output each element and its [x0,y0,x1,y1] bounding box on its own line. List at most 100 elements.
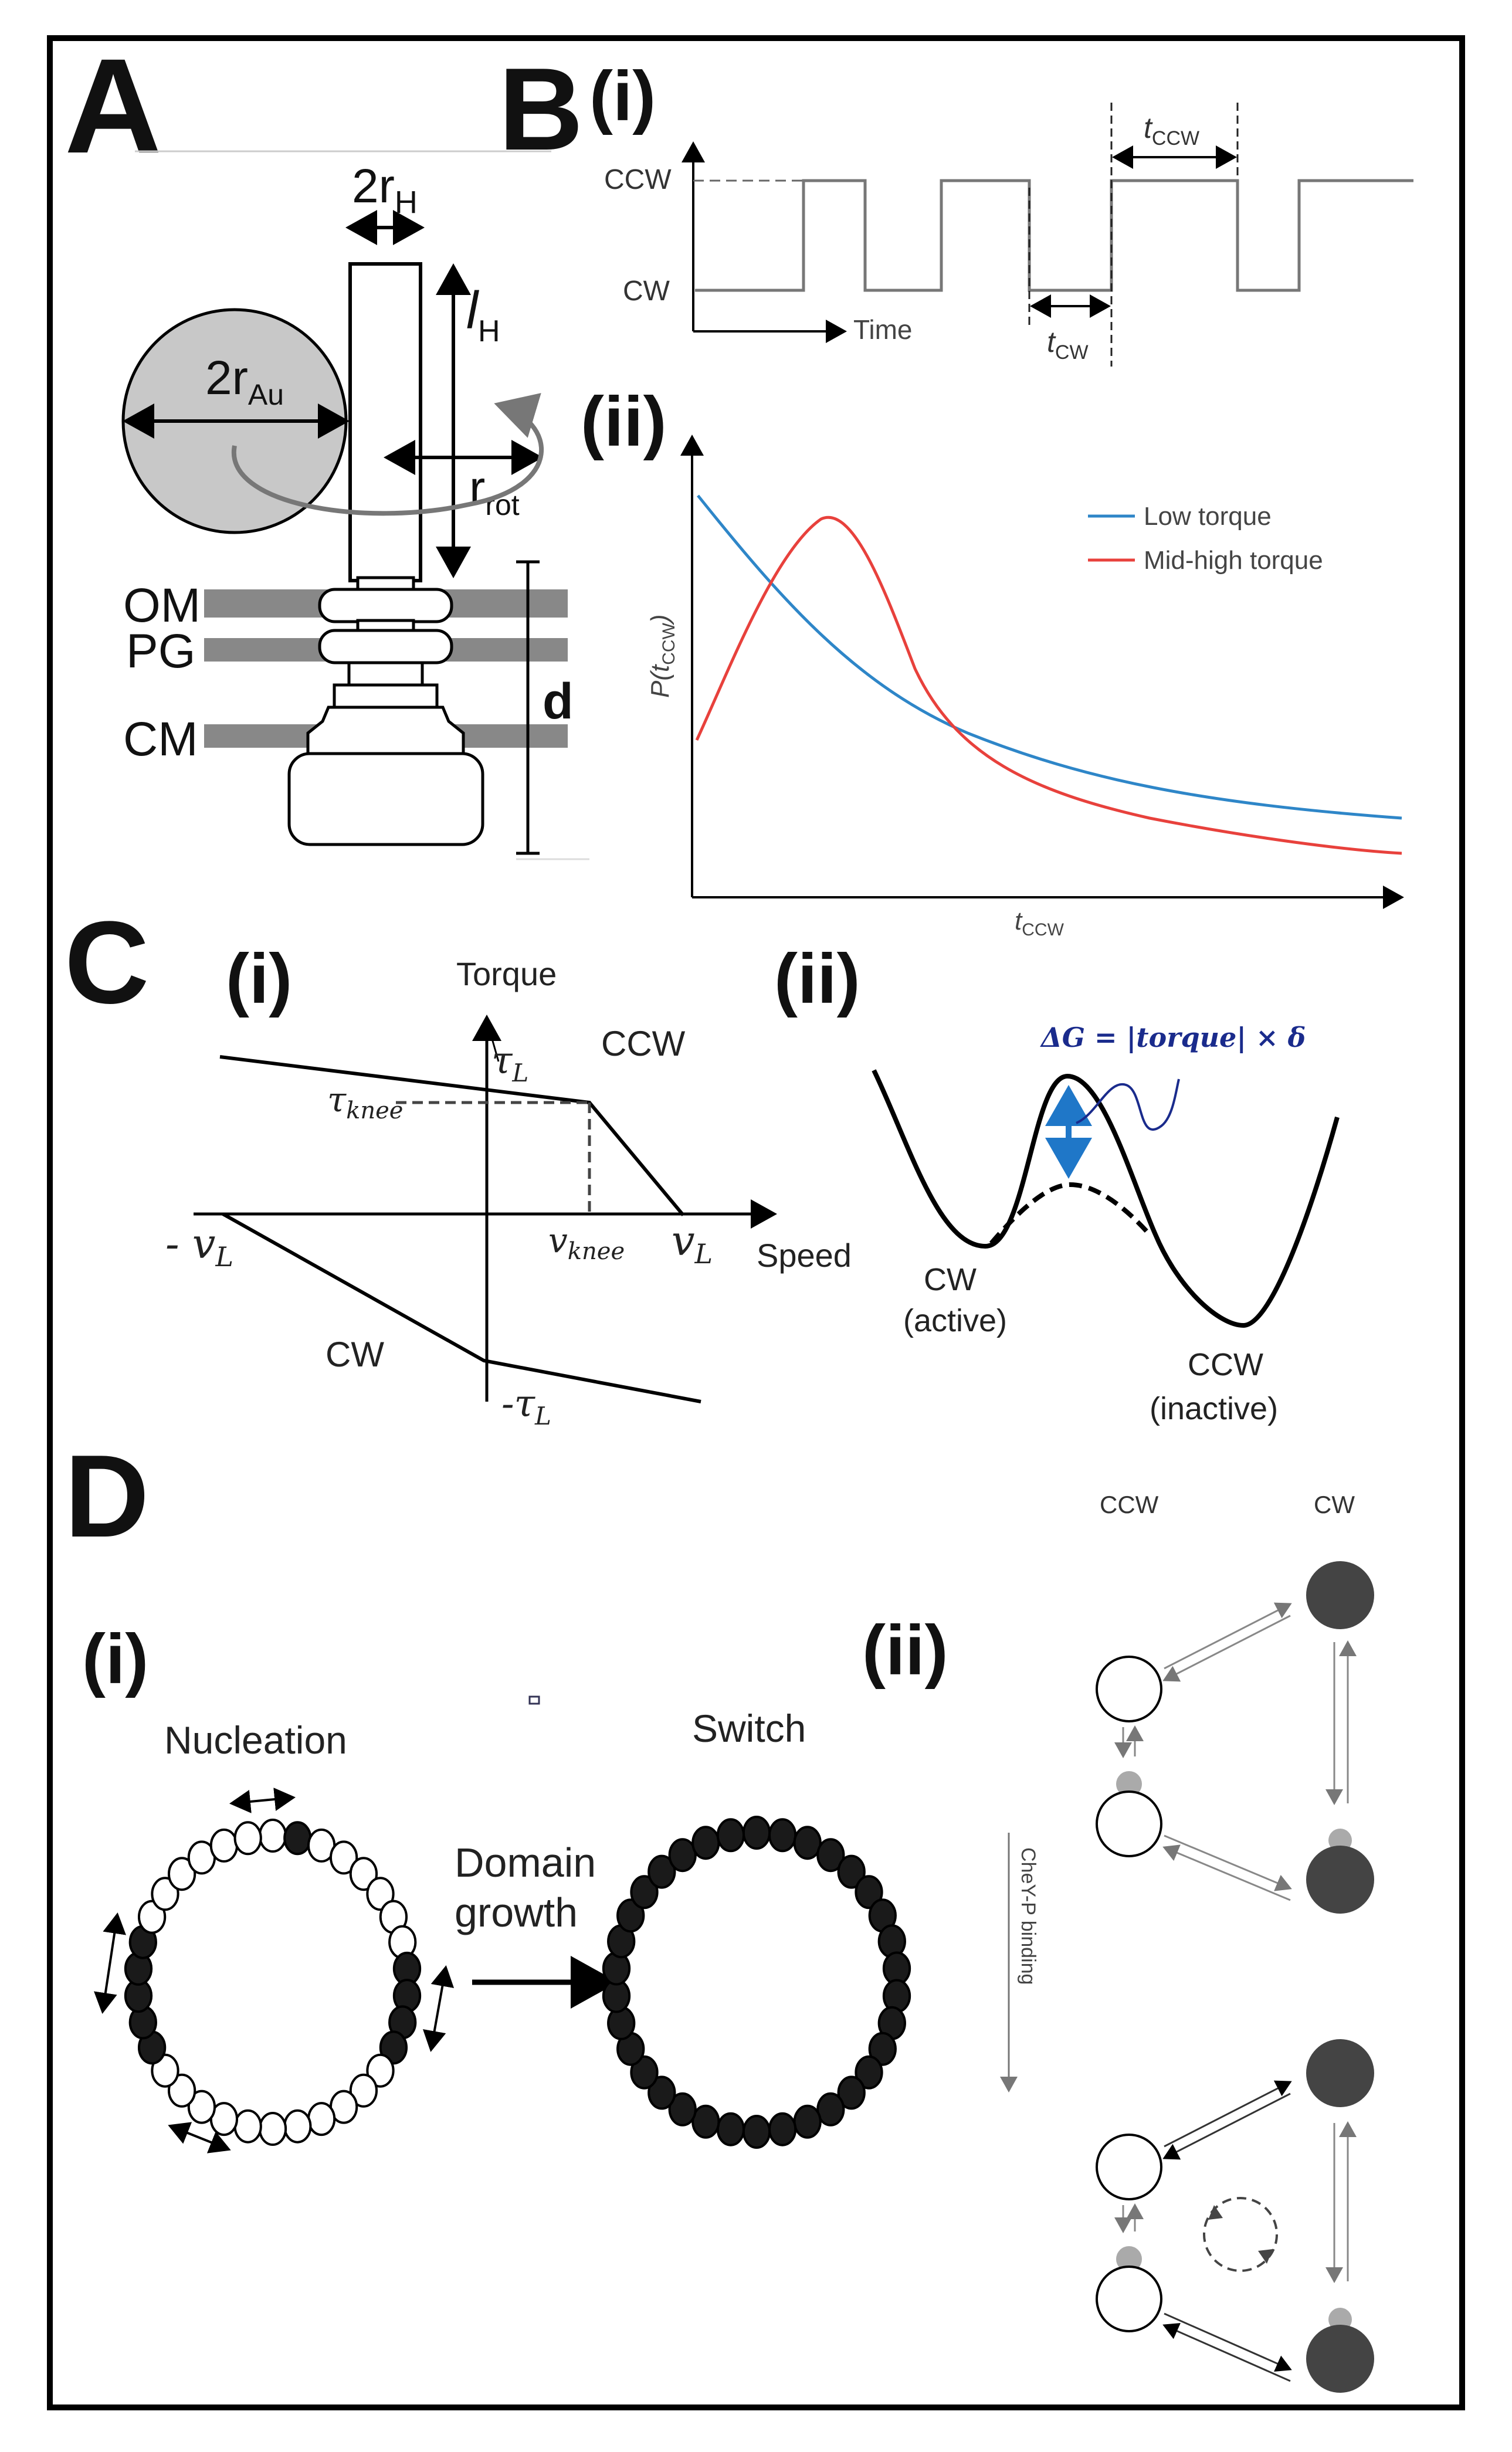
bi-time-label: Time [853,314,913,345]
figure-border [47,35,1465,2410]
ci-torque-label: Torque [456,955,557,992]
nucleation-ring-subunit [167,2073,196,2108]
panel-b-sub-ii: (ii) [581,382,667,461]
state-cw-unbound [1306,1561,1374,1629]
nucleation-ring-subunit [233,1821,262,1856]
tccw-label: tCCW [1144,111,1199,150]
bii-series-mid-high-torque [695,516,1402,855]
switch-ring-subunit [668,2092,697,2127]
nucleation-ring-subunit [366,1877,395,1911]
panel-c-sub-i: (i) [226,940,292,1018]
cii-energy-curve [872,1069,1340,1328]
ci-tau-knee: τknee [327,1080,403,1124]
ci-cw-label: CW [326,1335,384,1374]
state-diagram-top [1096,1561,1374,1914]
switch-ring-subunit [793,2104,822,2139]
ci-cw-curve [222,1212,701,1403]
switch-ring-subunit [768,1818,797,1853]
rotation-arrow [231,393,544,516]
switch-ring-subunit [868,2032,897,2066]
cii-cw-state-2: (active) [903,1303,1007,1338]
cii-lowered-barrier [989,1182,1151,1245]
switch-ring-subunit [793,1826,822,1860]
nucleation-ring-subunit [167,1857,196,1891]
switch-ring-subunit [742,2115,771,2149]
legend-low-torque: Low torque [1144,502,1272,531]
panel-d-sub-i: (i) [82,1620,148,1698]
bi-ytick-cw: CW [623,276,670,307]
nucleation-ring-subunit [233,2109,262,2144]
switch-ring-subunit [768,2112,797,2146]
switch-ring-subunit [647,2075,676,2110]
ring-switch [602,1816,911,2149]
switch-ring-subunit [630,1875,659,1910]
switch-ring-subunit [668,1838,697,1873]
state-ccw-bound-2 [1096,2266,1162,2332]
switch-ring-subunit [742,1816,771,1850]
nucleation-ring-subunit [151,2053,179,2088]
nucleation-ring-subunit [329,1840,358,1875]
hook-filament [348,262,422,582]
switch-label: Switch [692,1707,806,1750]
cii-eq-connector [1076,1079,1180,1131]
bii-xlabel: tCCW [1015,907,1064,940]
nucleation-ring-subunit [307,2102,336,2136]
state-ccw-bound [1096,1790,1162,1857]
chey-p-ccw [1116,1771,1142,1797]
cii-ccw-state-2: (inactive) [1150,1391,1278,1426]
nucleation-ring-subunit [258,1819,287,1853]
dim-2rau-label: 2rAu [205,351,284,411]
cii-equation: ΔG = |torque| × δ [1040,1022,1306,1053]
nucleation-ring-subunit [349,2073,378,2108]
ci-ccw-curve [219,1055,685,1216]
state-cw-bound [1306,1846,1374,1914]
switch-ring-subunit [691,1826,720,1860]
ci-v-l: vL [672,1217,713,1270]
panel-c: C (i) Torque Speed CCW CW τL τknee vknee… [65,897,1340,1430]
nucleation-ring-subunit [209,1828,239,1863]
ci-speed-label: Speed [757,1237,852,1274]
switch-ring-subunit [716,1818,745,1853]
domain-growth-line-1: Domain [455,1840,596,1885]
switch-ring-subunit [816,2092,845,2127]
label-pg: PG [126,625,195,678]
ci-ccw-label: CCW [601,1024,686,1063]
nucleation-ring-subunit [151,1877,179,1911]
chey-binding-label: CheY-P binding [1017,1847,1039,1985]
switch-ring-subunit [837,2075,866,2110]
panel-d: D (i) (ii) Nucleation Switch Domain grow… [65,1431,1374,2393]
switch-ring-subunit [855,1875,883,1910]
dim-lh-label: lH [466,282,500,348]
nucleation-ring-subunit [349,1857,378,1891]
tcw-label: tCW [1047,325,1089,364]
motor-body [287,576,484,846]
nucleation-ring-subunit [283,2109,312,2144]
cii-cw-state: CW [924,1262,977,1297]
ring-arrow-right [422,1965,455,2052]
panel-d-label: D [65,1431,149,1562]
ci-neg-tau-l: -τL [501,1382,551,1430]
nucleation-ring-subunit [258,2112,287,2146]
panel-c-label: C [65,897,149,1028]
switch-ring-subunit [630,2055,659,2090]
state-diagram-bottom [1096,2039,1374,2393]
bi-switching-trace [695,179,1413,292]
switch-ring-subunit [837,1854,866,1889]
ci-v-knee: vknee [548,1220,625,1265]
switch-ring-subunit [855,2055,883,2090]
state-ccw-unbound [1096,1656,1162,1722]
bii-ylabel: P(tCCW) [646,614,679,698]
panel-d-sub-ii: (ii) [862,1611,948,1690]
nucleation-ring-subunit [283,1821,312,1856]
state-cw-unbound-2 [1306,2039,1374,2107]
cycle-indicator [1203,2197,1278,2272]
label-cm: CM [123,713,198,766]
col-cw-label: CW [1314,1491,1355,1518]
panel-a-label: A [65,30,162,181]
legend-mid-high-torque: Mid-high torque [1144,546,1323,575]
state-ccw-unbound-2 [1096,2134,1162,2200]
domain-growth-line-2: growth [455,1890,578,1935]
panel-c-sub-ii: (ii) [774,940,860,1018]
chey-p-ccw-2 [1116,2246,1142,2272]
